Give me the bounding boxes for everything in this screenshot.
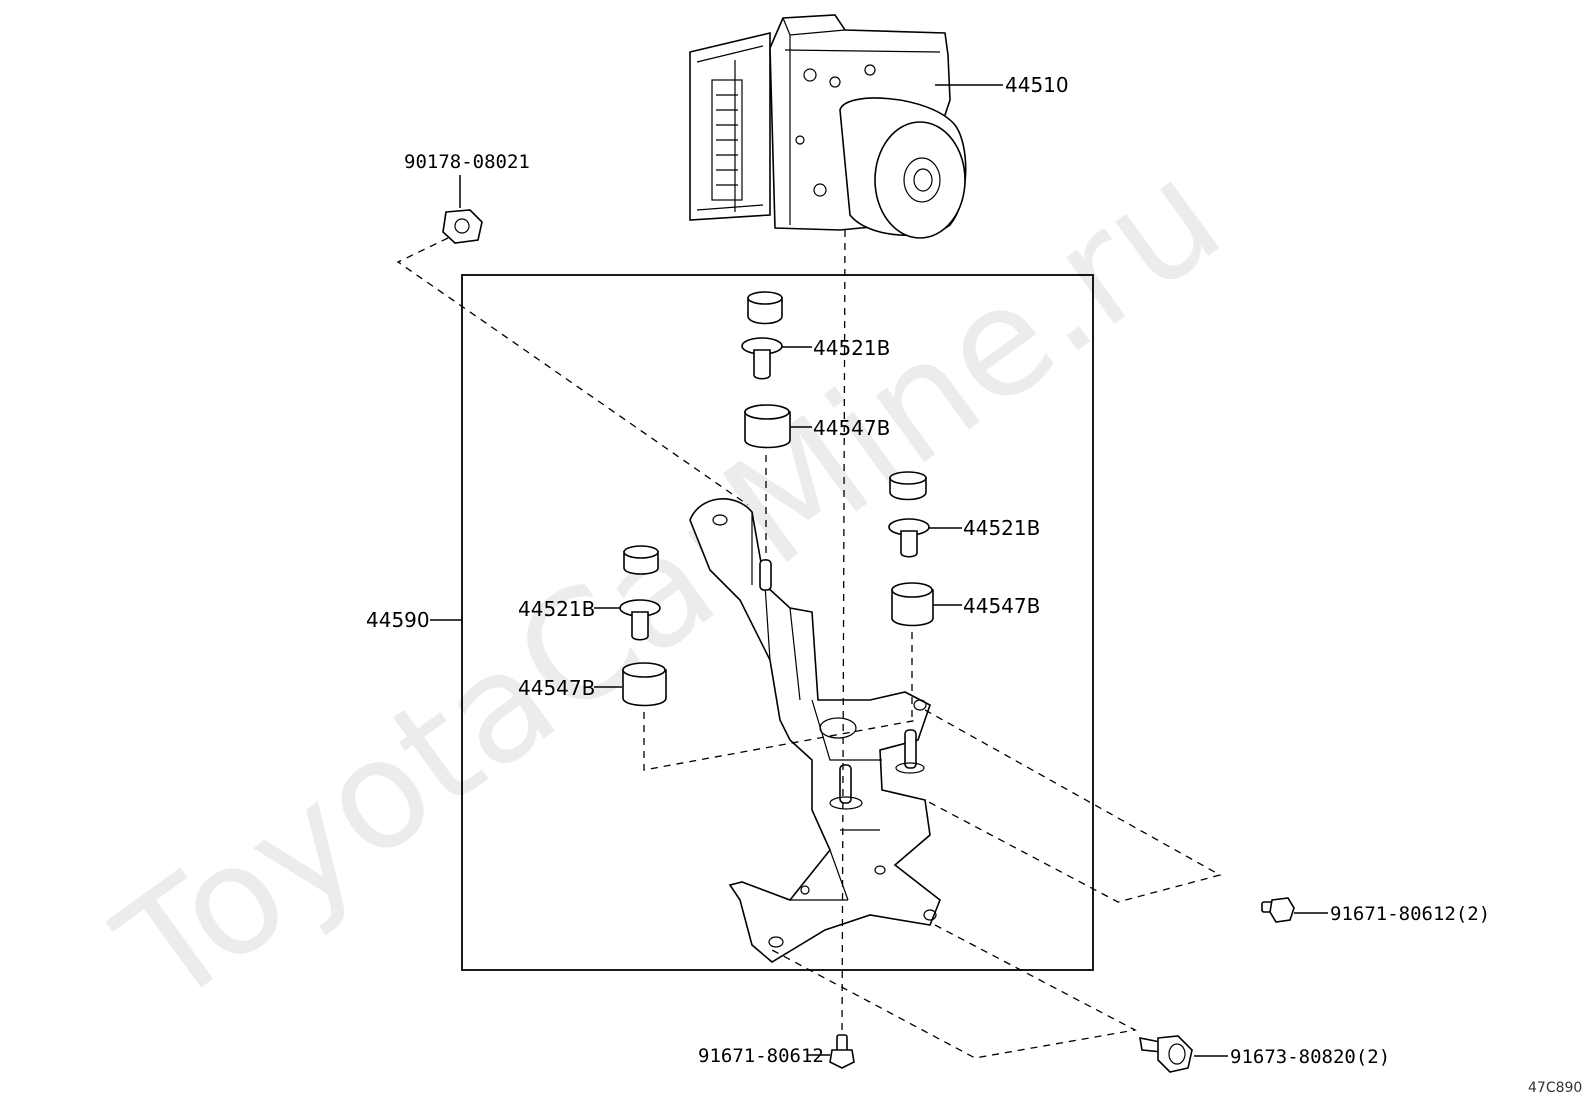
label-bolt-bottom: 91671-80612 [698,1045,824,1067]
collar-1[interactable] [744,404,791,449]
label-cushion-3: 44521B [518,597,595,621]
label-collar-1: 44547B [813,416,890,440]
label-bolt-large: 91673-80820(2) [1230,1046,1390,1068]
cushion-washer-1[interactable] [741,337,783,380]
bolt-bottom[interactable] [829,1034,855,1069]
cushion-upper[interactable] [747,291,783,325]
diagram-code: 47C890 [1528,1080,1582,1096]
bracket-part[interactable] [689,498,941,963]
cushion-washer-3[interactable] [619,599,661,641]
nut-part[interactable] [442,209,483,244]
label-cushion-2: 44521B [963,516,1040,540]
collar-3[interactable] [622,662,667,707]
label-nut: 90178-08021 [404,151,530,173]
label-collar-3: 44547B [518,676,595,700]
label-cushion-1: 44521B [813,336,890,360]
cushion-upper-right[interactable] [889,471,927,501]
abs-actuator[interactable] [689,14,967,239]
label-actuator: 44510 [1005,73,1069,97]
label-bolt-right: 91671-80612(2) [1330,903,1490,925]
label-collar-2: 44547B [963,594,1040,618]
collar-2[interactable] [891,582,934,627]
cushion-upper-left[interactable] [623,545,659,575]
assembly-lines [396,229,1222,1059]
watermark: ToyotaCarMine.ru [88,128,1251,1040]
bracket-assembly-frame [461,274,1094,971]
cushion-washer-2[interactable] [888,518,930,558]
label-bracket: 44590 [366,608,430,632]
bolt-right[interactable] [1261,897,1295,923]
bolt-large[interactable] [1139,1035,1193,1073]
